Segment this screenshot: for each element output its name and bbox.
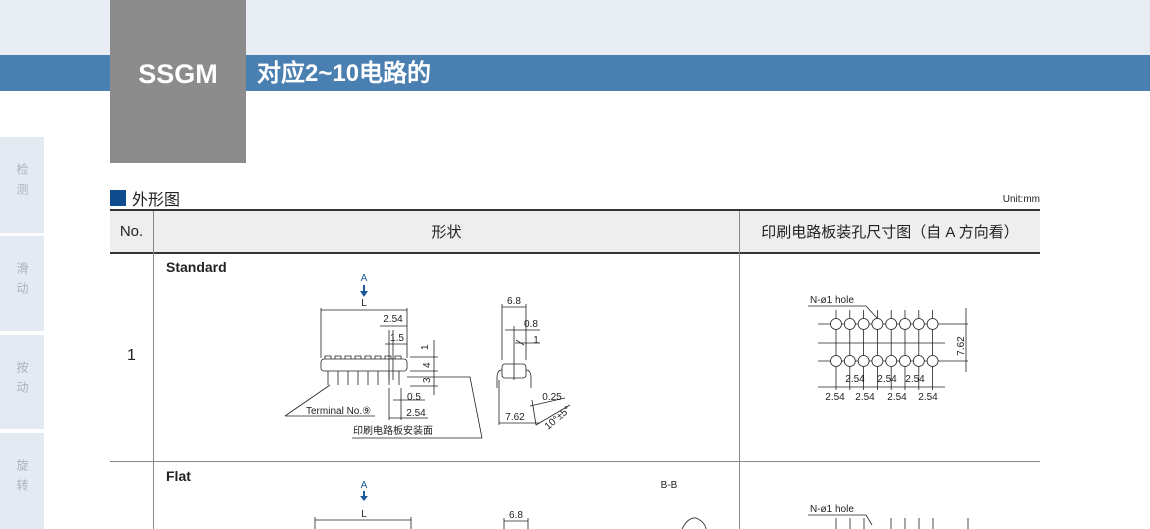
- side-tab-label: 检测: [15, 163, 29, 203]
- header-border: [110, 252, 1040, 254]
- side-tab-label: 按动: [15, 361, 29, 401]
- hole-circle: [912, 318, 925, 330]
- col-divider: [739, 211, 740, 529]
- side-tab-detect[interactable]: 检测: [0, 137, 44, 233]
- side-tab-label: 旋转: [15, 459, 29, 499]
- hole-circle: [871, 355, 884, 367]
- dim-pcb-pitch: 2.54: [845, 374, 865, 385]
- hole-circle: [857, 318, 870, 330]
- table-top-border: [110, 209, 1040, 211]
- model-name: SSGM: [138, 59, 218, 89]
- hole-label: N-ø1 hole: [810, 295, 854, 306]
- dim-pcb-pitch: 2.54: [887, 392, 907, 403]
- dim-length: L: [361, 509, 367, 520]
- section-marker-icon: [110, 190, 126, 206]
- dim-pin-thickness: 0.5: [407, 392, 421, 403]
- row-number: 1: [127, 347, 136, 364]
- side-tab-label: 滑动: [15, 262, 29, 302]
- hole-circle: [830, 318, 842, 330]
- page-subtitle: 对应2~10电路的: [257, 60, 432, 87]
- dim-row-pitch: 7.62: [505, 412, 525, 423]
- dim-side-width: 6.8: [507, 296, 521, 307]
- col-divider: [153, 211, 154, 529]
- dim-pin-width: 1.5: [390, 333, 404, 344]
- dim-0-8: 0.8: [524, 319, 538, 330]
- dim-1-side: 1: [533, 335, 539, 346]
- unit-label: Unit:mm: [1002, 194, 1040, 205]
- side-tab-slide[interactable]: 滑动: [0, 236, 44, 331]
- dim-4: 4: [422, 362, 433, 368]
- standard-side-view: 6.8 0.8 1 7.62 0.25 10°±5°: [496, 296, 573, 432]
- standard-front-view: A L 2.54 1.5 1 4 3 0.5 2.54 Terminal No.…: [284, 273, 483, 439]
- flat-drawing: A L 6.8 B-B N-ø1 hole: [314, 480, 969, 529]
- hole-circle: [857, 355, 870, 367]
- hole-label: N-ø1 hole: [810, 504, 854, 515]
- dim-pcb-row-pitch: 7.62: [956, 336, 967, 356]
- row-label-standard: Standard: [166, 259, 227, 275]
- row-divider: [110, 461, 1040, 462]
- dim-pitch-bottom: 2.54: [406, 408, 426, 419]
- pcb-surface-label: 印刷电路板安装面: [353, 424, 433, 437]
- hole-circle: [899, 355, 911, 367]
- dim-lead-thickness: 0.25: [542, 392, 562, 403]
- dim-length: L: [361, 298, 367, 309]
- dim-pcb-pitch: 2.54: [905, 374, 925, 385]
- hole-circle: [871, 318, 884, 330]
- hole-circle: [830, 355, 842, 367]
- outline-table: No. 形状 印刷电路板装孔尺寸图（自 A 方向看） 1 Standard Fl…: [110, 209, 1040, 529]
- header-shape: 形状: [154, 211, 739, 252]
- dim-pcb-pitch: 2.54: [825, 392, 845, 403]
- terminal-label: Terminal No.⑨: [306, 406, 371, 417]
- dim-pcb-pitch: 2.54: [855, 392, 875, 403]
- dim-pitch: 2.54: [383, 314, 403, 325]
- view-a-label: A: [361, 273, 368, 284]
- standard-pcb-footprint: N-ø1 hole 7.62 2.54 2.54 2.54 2.54 2.54 …: [808, 295, 968, 403]
- header-no: No.: [110, 211, 153, 252]
- side-tab-push[interactable]: 按动: [0, 335, 44, 429]
- section-title: 外形图: [132, 192, 181, 209]
- side-tab-rotary[interactable]: 旋转: [0, 433, 44, 529]
- model-box: [110, 0, 246, 163]
- hole-circle: [926, 318, 939, 330]
- hole-circle: [885, 318, 898, 330]
- view-a-label: A: [361, 480, 368, 491]
- hole-circle: [885, 355, 898, 367]
- dim-3: 3: [422, 377, 433, 383]
- dim-side-width: 6.8: [509, 510, 523, 521]
- hole-circle: [926, 355, 939, 367]
- dim-pcb-pitch: 2.54: [918, 392, 938, 403]
- section-heading: 外形图: [110, 186, 180, 210]
- hole-circle: [843, 355, 856, 367]
- row-label-flat: Flat: [166, 468, 191, 484]
- dim-pcb-pitch: 2.54: [877, 374, 897, 385]
- header-pcb: 印刷电路板装孔尺寸图（自 A 方向看）: [740, 211, 1040, 252]
- section-label: B-B: [661, 480, 678, 491]
- hole-circle: [912, 355, 925, 367]
- hole-circle: [899, 318, 911, 330]
- hole-circle: [843, 318, 856, 330]
- dim-1: 1: [420, 344, 431, 350]
